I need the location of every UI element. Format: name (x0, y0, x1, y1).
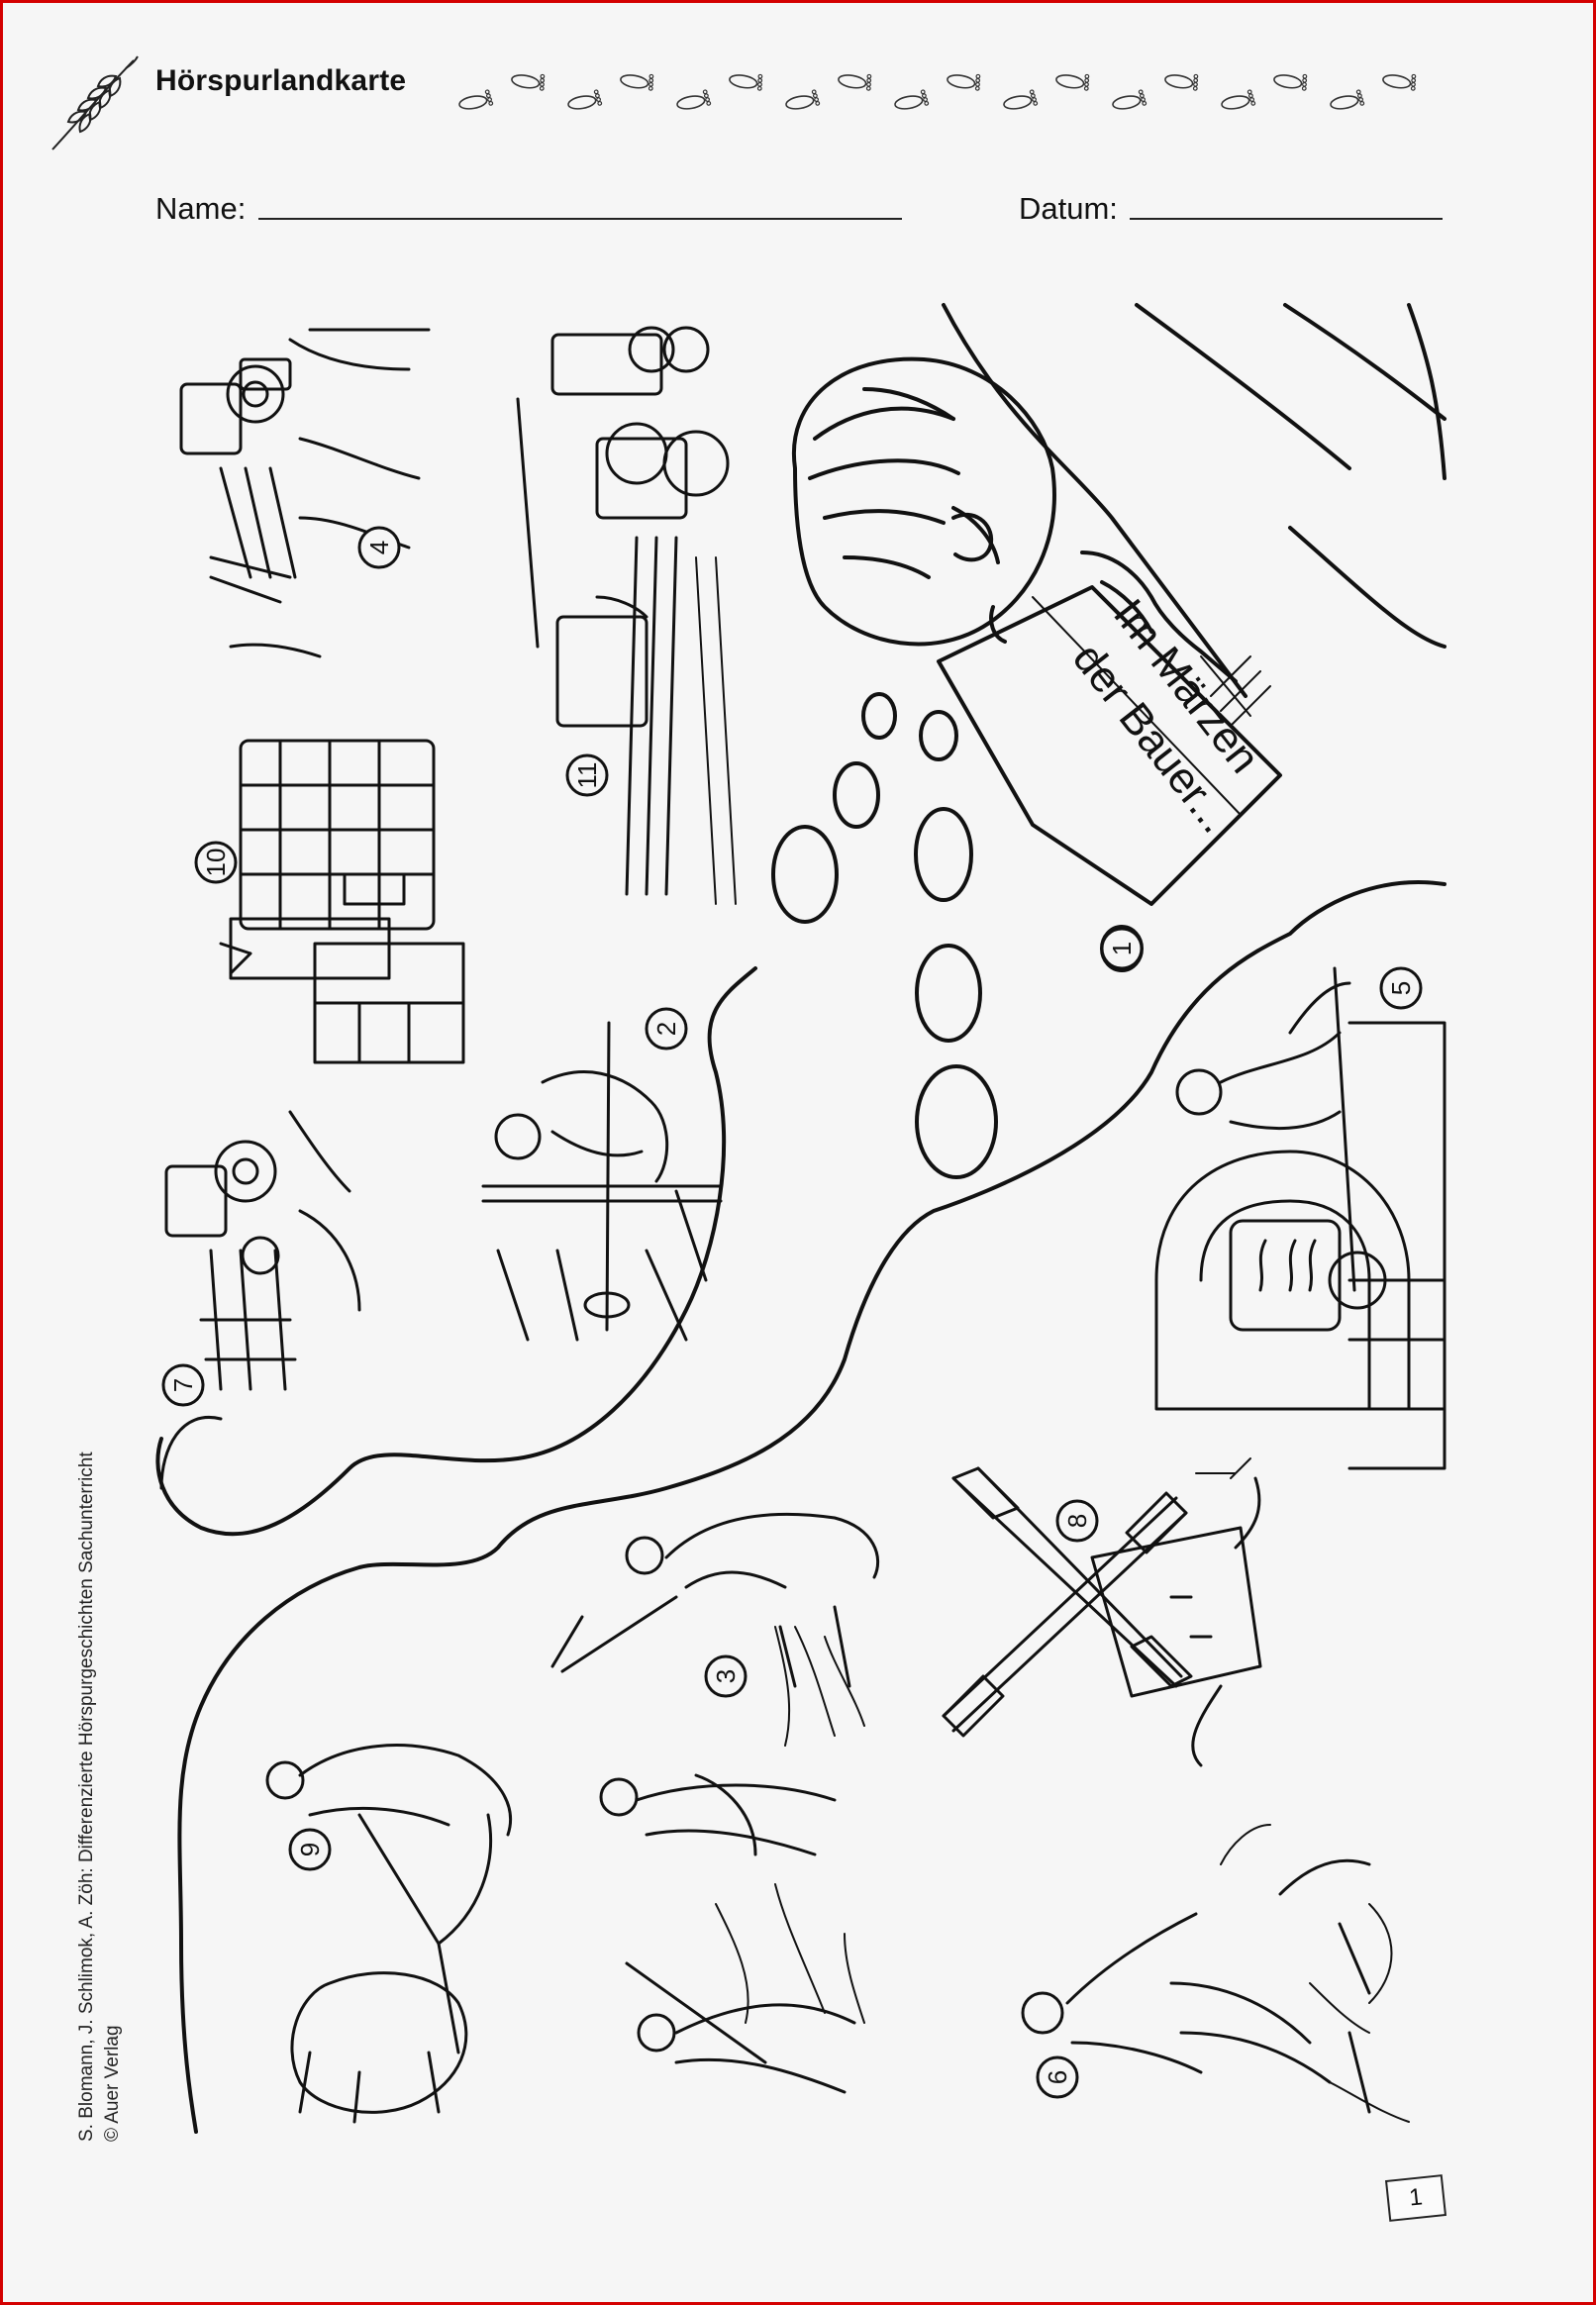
scene-number-circle (565, 753, 609, 797)
footprint-icon (1382, 73, 1417, 91)
scene-number-label: 9 (295, 1843, 325, 1856)
footprints-icon (458, 73, 1417, 110)
date-field[interactable] (1130, 218, 1443, 220)
date-label: Datum: (1019, 191, 1118, 226)
scene-number-circle (645, 1007, 688, 1051)
footprint-icon (838, 73, 872, 91)
footprint-icon (1003, 89, 1039, 110)
footprint-icon (511, 73, 546, 91)
footprint-icon (729, 73, 763, 91)
scene-number-circle (1055, 1499, 1099, 1543)
footprint-icon (676, 89, 712, 110)
scene-threshing (550, 1512, 880, 2094)
scene-combine-harvester (516, 326, 737, 905)
scene-number-circle (1100, 927, 1144, 970)
footprint-icon (947, 73, 981, 91)
scene-number-circle (288, 1828, 332, 1871)
footprint-icon (1112, 89, 1147, 110)
scene-grain-silo (219, 739, 465, 1064)
scene-baker-trough (481, 1021, 723, 1342)
scene-number-circle (194, 841, 238, 884)
scene-number-label: 1 (1107, 942, 1137, 955)
credits: S. Blomann, J. Schlimok, A. Zöh: Differe… (74, 1452, 126, 2142)
footprint-icon (1055, 73, 1090, 91)
footprint-icon (458, 89, 494, 110)
scene-number-circle (161, 1363, 205, 1407)
scene-windmill (942, 1457, 1262, 1767)
scene-number-label: 5 (1386, 981, 1416, 995)
scene-number-circle (704, 1654, 748, 1698)
scene-number-circle (1036, 2055, 1079, 2099)
scene-number-circle (1379, 966, 1423, 1010)
footprint-icon (785, 89, 821, 110)
scene-number-label: 8 (1062, 1514, 1092, 1528)
scene-sower (1021, 1824, 1410, 2123)
scene-number-label: 11 (572, 762, 602, 789)
scene-number-label: 10 (201, 849, 231, 877)
footprint-icon (620, 73, 654, 91)
footprint-icon (1221, 89, 1256, 110)
scene-number-label: 3 (711, 1669, 741, 1683)
page-title: Hörspurlandkarte (155, 64, 407, 97)
footprint-icon (894, 89, 930, 110)
page-number: 1 (1384, 2174, 1447, 2222)
scene-tractor-sowing (159, 1110, 361, 1490)
scene-number-label: 2 (651, 1022, 681, 1036)
scene-tractor-ploughing (179, 328, 431, 658)
footprint-icon (1330, 89, 1365, 110)
credits-line-publisher: © Auer Verlag (102, 2025, 123, 2142)
scene-baker-oven (1154, 966, 1446, 1470)
name-field[interactable] (258, 218, 902, 220)
wheat-ear-icon (51, 55, 139, 150)
scene-boy-reading (771, 303, 1446, 1179)
footprint-icon (567, 89, 603, 110)
name-label: Name: (155, 191, 247, 226)
footprint-icon (1273, 73, 1308, 91)
scene-horse-plough (265, 1744, 513, 2124)
footprint-icon (1164, 73, 1199, 91)
credits-line-authors: S. Blomann, J. Schlimok, A. Zöh: Differe… (76, 1452, 97, 2142)
scene-number-label: 6 (1043, 2070, 1072, 2084)
scene-number-label: 7 (168, 1378, 198, 1392)
scene-number-circle (357, 526, 401, 569)
scene-number-label: 4 (364, 541, 394, 554)
